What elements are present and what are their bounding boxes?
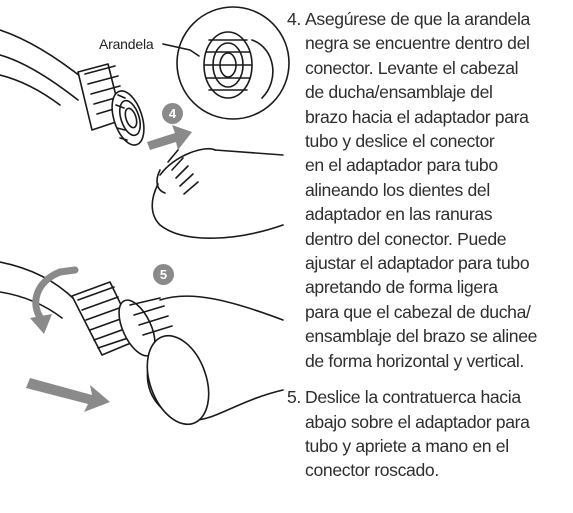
installation-drawing — [0, 6, 290, 426]
step-number: 5. — [287, 387, 301, 408]
step-text: Deslice la contratuerca hacia abajo sobr… — [305, 387, 530, 481]
step-4: 4. Asegúrese de que la arandela negra se… — [287, 7, 573, 373]
installation-illustration: Arandela 4 5 — [0, 6, 290, 426]
hose-top-upper — [0, 29, 86, 81]
step-5-badge: 5 — [153, 264, 174, 285]
step-5: 5. Deslice la contratuerca hacia abajo s… — [287, 385, 573, 483]
step-number: 4. — [287, 9, 301, 29]
step-4-badge: 4 — [162, 103, 183, 124]
instructions-column: 4. Asegúrese de que la arandela negra se… — [287, 7, 573, 495]
step-text: Asegúrese de que la arandela negra se en… — [305, 9, 538, 371]
hose-top-lower — [0, 54, 79, 101]
washer-label: Arandela — [99, 36, 154, 52]
